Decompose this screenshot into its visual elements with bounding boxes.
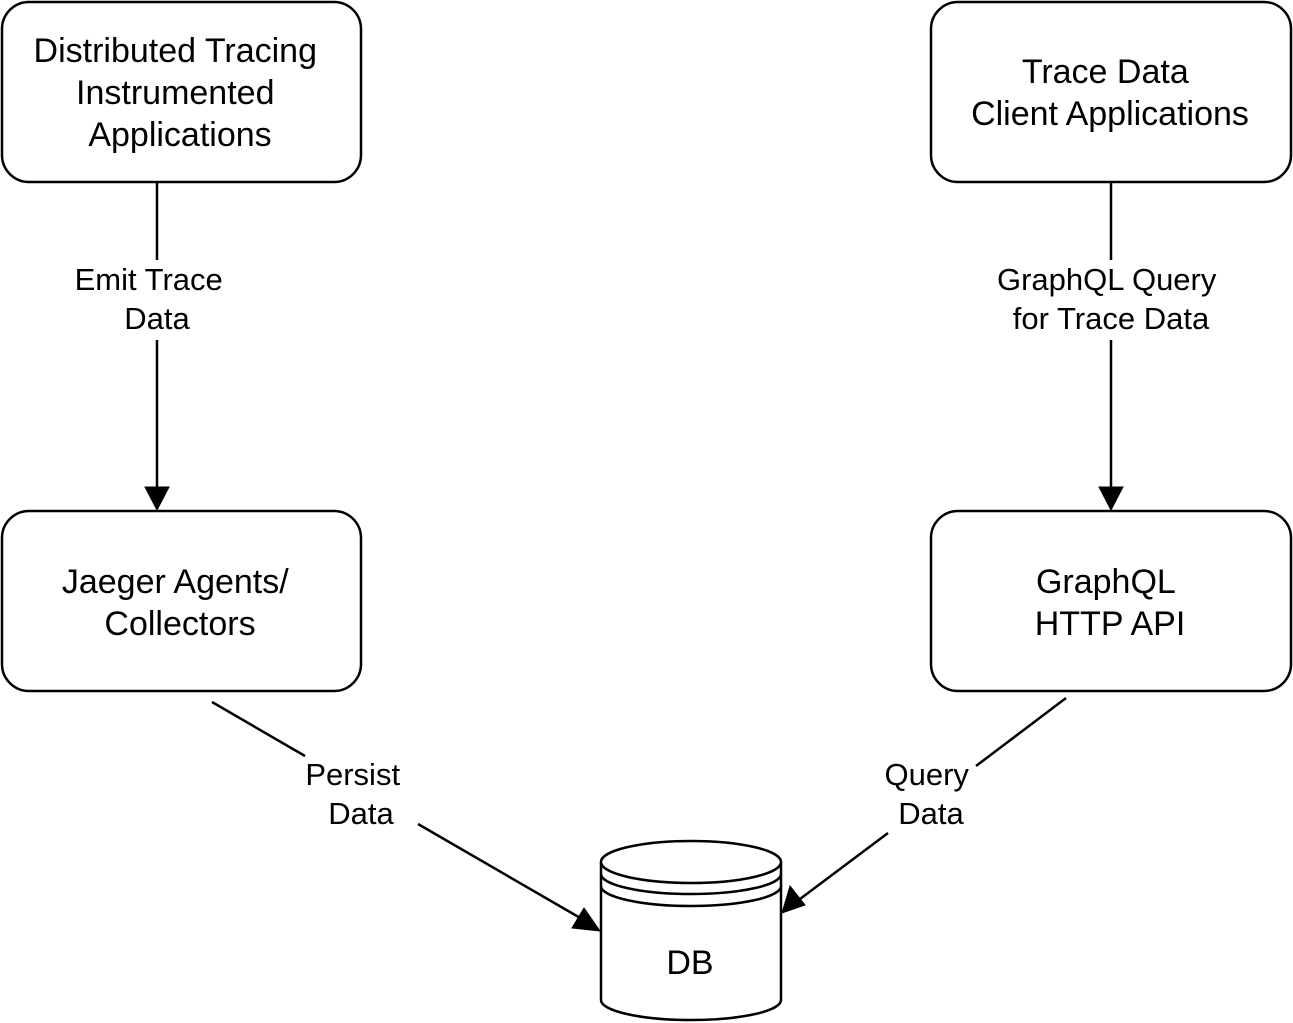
edge-persist-label: Persist Data	[305, 757, 408, 831]
node-graphql-api: GraphQL HTTP API	[929, 509, 1293, 693]
node-graphql-api-box	[929, 509, 1293, 693]
node-client-apps: Trace Data Client Applications	[929, 0, 1293, 184]
edge-query-data: Query Data	[781, 697, 1067, 914]
node-graphql-api-label: GraphQL HTTP API	[1035, 563, 1186, 643]
edge-persist-line-bottom	[417, 822, 583, 921]
edge-query-arrowhead	[781, 884, 806, 914]
edge-graphql-query: GraphQL Query for Trace Data	[997, 182, 1225, 512]
edge-graphql-query-label: GraphQL Query for Trace Data	[997, 262, 1225, 336]
edge-query-line-bottom	[795, 832, 889, 903]
edge-persist-arrowhead	[571, 907, 602, 932]
db-cylinder-ring-2	[599, 885, 783, 908]
node-tracing-apps-label: Distributed Tracing Instrumented Applica…	[34, 32, 327, 154]
node-jaeger: Jaeger Agents/ Collectors	[0, 509, 363, 693]
node-client-apps-box	[929, 0, 1293, 184]
edge-query-label: Query Data	[884, 757, 977, 831]
edge-persist-data: Persist Data	[211, 700, 602, 932]
db-cylinder-top	[599, 839, 783, 885]
node-jaeger-box	[0, 509, 363, 693]
edge-persist-line-top	[211, 700, 306, 758]
node-client-apps-label: Trace Data Client Applications	[971, 53, 1249, 133]
edge-graphql-query-arrowhead	[1098, 486, 1124, 512]
edge-emit-label: Emit Trace Data	[75, 262, 232, 336]
node-jaeger-label: Jaeger Agents/ Collectors	[62, 563, 298, 643]
node-db-label: DB	[666, 944, 713, 982]
edge-emit-trace-data: Emit Trace Data	[75, 182, 232, 512]
db-cylinder-body	[599, 861, 783, 1022]
node-db: DB	[599, 839, 783, 1022]
node-tracing-apps-box	[0, 0, 363, 184]
node-tracing-apps: Distributed Tracing Instrumented Applica…	[0, 0, 363, 184]
edge-emit-arrowhead	[144, 486, 170, 512]
db-cylinder-ring-1	[599, 873, 783, 896]
edge-query-line-top	[975, 697, 1067, 767]
